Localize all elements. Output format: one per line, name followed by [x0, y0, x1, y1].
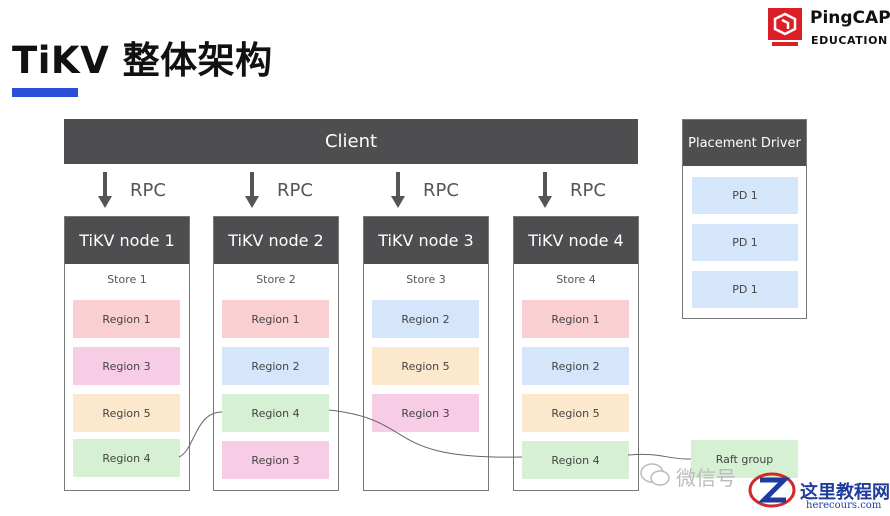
rpc-label: RPC — [130, 179, 166, 201]
pd-block: PD 1 — [692, 177, 798, 214]
region-block: Region 3 — [372, 394, 479, 432]
rpc-label: RPC — [423, 179, 459, 201]
client-bar: Client — [64, 119, 638, 164]
pd-block: PD 1 — [692, 271, 798, 308]
region-block: Region 1 — [73, 300, 180, 338]
site-watermark-name: 这里教程网 — [800, 482, 890, 503]
region-block: Region 1 — [522, 300, 629, 338]
node-title: TiKV node 3 — [364, 217, 488, 264]
region-block: Region 5 — [73, 394, 180, 432]
arrow-down-icon — [538, 172, 552, 208]
wechat-icon — [640, 463, 670, 486]
store-label: Store 4 — [556, 273, 596, 286]
raft-group-label: Raft group — [691, 440, 798, 478]
tikv-node-4: TiKV node 4 Store 4 Region 1 Region 2 Re… — [513, 216, 639, 491]
page-title: TiKV 整体架构 — [12, 39, 273, 82]
pd-block: PD 1 — [692, 224, 798, 261]
region-block: Region 3 — [222, 441, 329, 479]
region-block: Region 2 — [222, 347, 329, 385]
rpc-link-3: RPC — [391, 172, 459, 208]
arrow-down-icon — [98, 172, 112, 208]
region-block: Region 2 — [372, 300, 479, 338]
pd-title: Placement Driver — [683, 120, 806, 166]
store-label: Store 3 — [406, 273, 446, 286]
wechat-watermark-text: 微信号 — [676, 466, 736, 490]
tikv-node-2: TiKV node 2 Store 2 Region 1 Region 2 Re… — [213, 216, 339, 491]
title-underline — [12, 88, 78, 97]
tikv-node-1: TiKV node 1 Store 1 Region 1 Region 3 Re… — [64, 216, 190, 491]
region-block: Region 1 — [222, 300, 329, 338]
site-watermark-url: herecours.com — [806, 500, 882, 511]
client-label: Client — [324, 131, 378, 152]
brand-subtitle: EDUCATION — [811, 34, 888, 47]
rpc-link-1: RPC — [98, 172, 166, 208]
store-label: Store 2 — [256, 273, 296, 286]
region-block: Region 4 — [73, 439, 180, 477]
raft-link-line — [627, 453, 692, 460]
arrow-down-icon — [391, 172, 405, 208]
region-block: Region 5 — [522, 394, 629, 432]
region-block: Region 5 — [372, 347, 479, 385]
node-title: TiKV node 2 — [214, 217, 338, 264]
region-block: Region 2 — [522, 347, 629, 385]
region-block: Region 4 — [222, 394, 329, 432]
region-block: Region 4 — [522, 441, 629, 479]
rpc-link-2: RPC — [245, 172, 313, 208]
rpc-link-4: RPC — [538, 172, 606, 208]
node-title: TiKV node 4 — [514, 217, 638, 264]
node-title: TiKV node 1 — [65, 217, 189, 264]
site-logo-icon — [748, 472, 796, 508]
brand-name: PingCAP — [810, 8, 890, 28]
raft-link-line — [178, 411, 223, 458]
placement-driver: Placement Driver PD 1 PD 1 PD 1 — [682, 119, 807, 319]
arrow-down-icon — [245, 172, 259, 208]
raft-link-line — [328, 409, 523, 458]
pingcap-logo-icon — [768, 8, 802, 46]
rpc-label: RPC — [570, 179, 606, 201]
tikv-node-3: TiKV node 3 Store 3 Region 2 Region 5 Re… — [363, 216, 489, 491]
store-label: Store 1 — [107, 273, 147, 286]
region-block: Region 3 — [73, 347, 180, 385]
rpc-label: RPC — [277, 179, 313, 201]
